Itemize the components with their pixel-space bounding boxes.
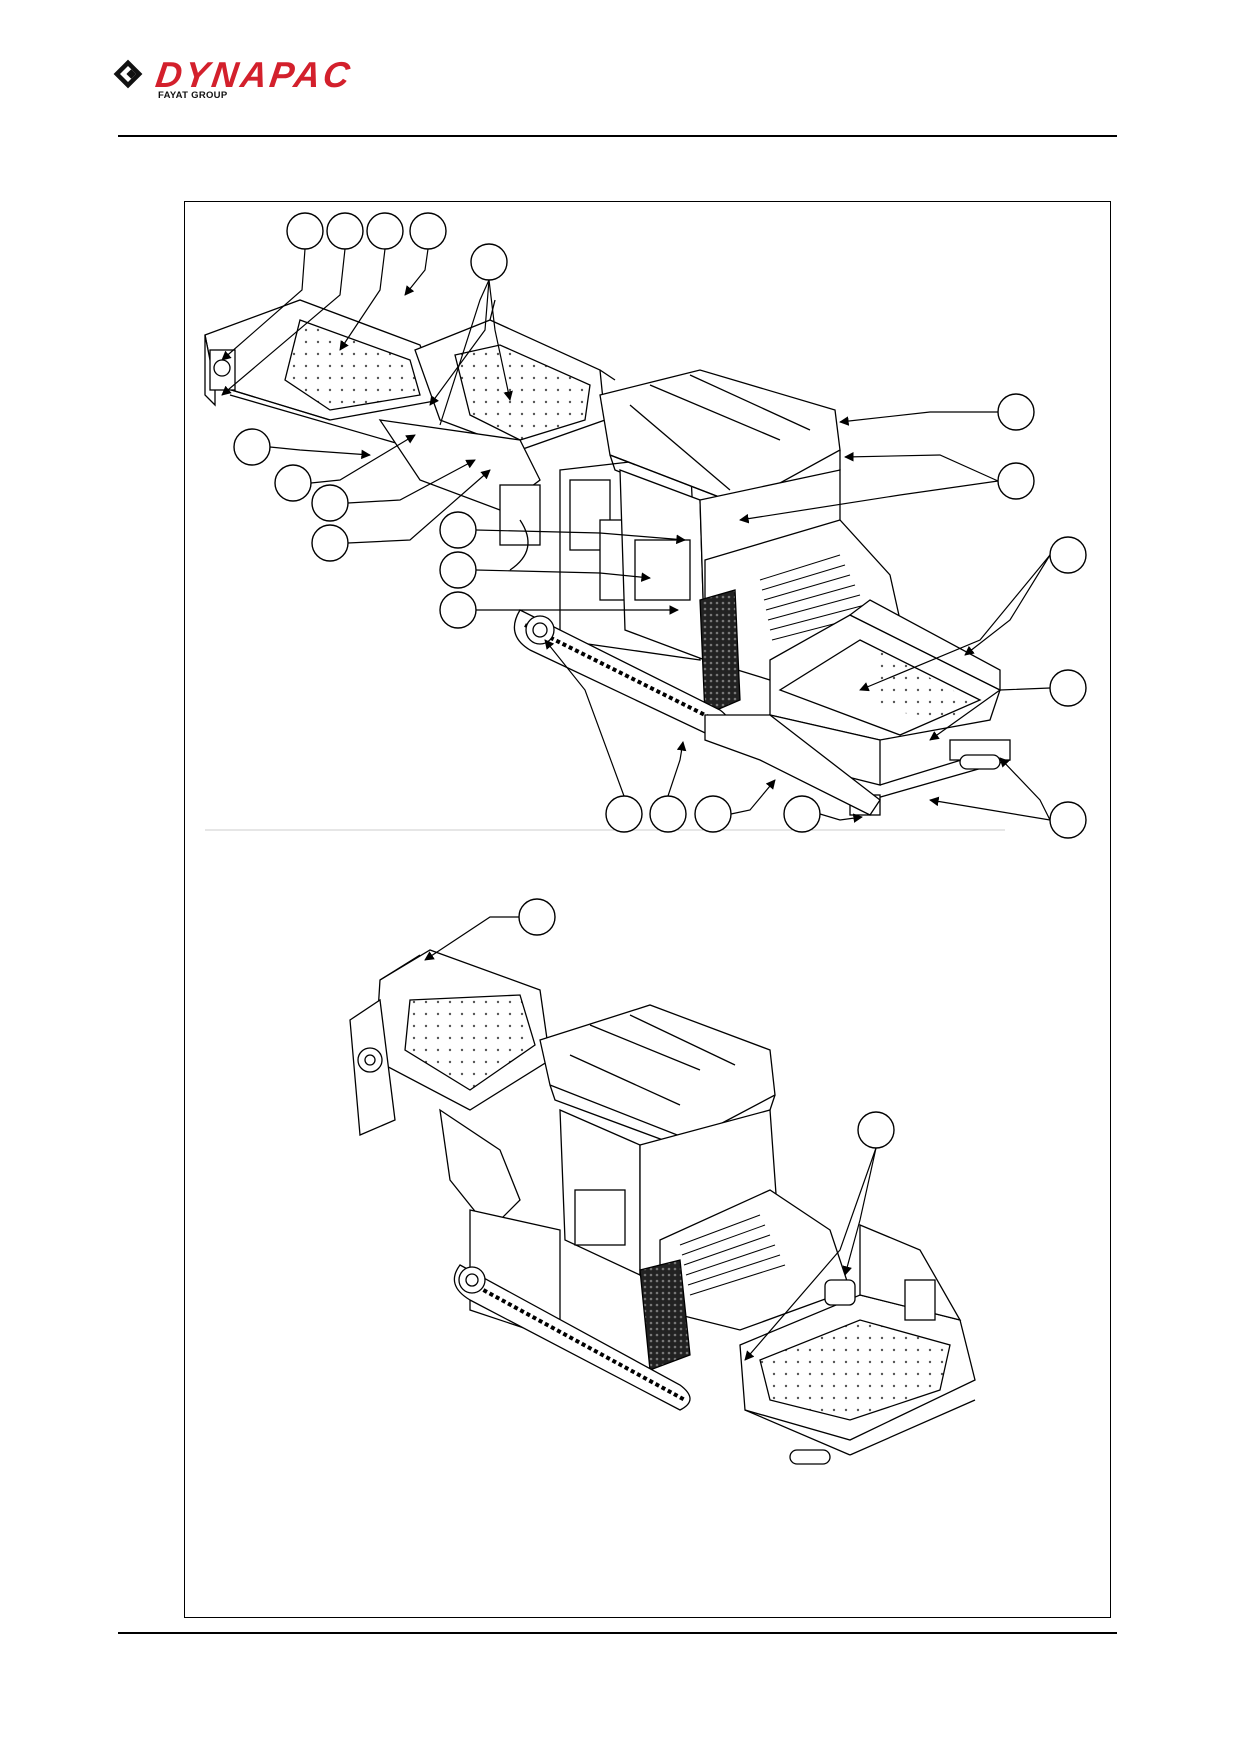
- callout-circle: [1049, 801, 1087, 839]
- callout-circle: [326, 212, 364, 250]
- callout-circle: [649, 795, 687, 833]
- callout-circle: [311, 524, 349, 562]
- callout-circle: [409, 212, 447, 250]
- lower-leaders: [424, 916, 877, 1361]
- callout-circle: [233, 428, 271, 466]
- callout-circle: [694, 795, 732, 833]
- footer-rule: [118, 1632, 1117, 1634]
- callout-circle: [605, 795, 643, 833]
- upper-callouts: [233, 212, 1087, 839]
- callout-circle: [783, 795, 821, 833]
- callout-circle: [997, 393, 1035, 431]
- callout-circle: [274, 464, 312, 502]
- upper-leaders: [221, 248, 1051, 823]
- lower-callouts: [518, 898, 895, 1149]
- upper-paver-drawing: [204, 299, 1011, 816]
- lower-paver-drawing: [349, 949, 976, 1465]
- callout-circle: [470, 243, 508, 281]
- header-rule: [118, 135, 1117, 137]
- callout-circle: [1049, 536, 1087, 574]
- callout-circle: [366, 212, 404, 250]
- figure-frame: [184, 201, 1111, 1618]
- brand-tagline: FAYAT GROUP: [158, 90, 228, 101]
- callout-circle: [857, 1111, 895, 1149]
- callout-circle: [286, 212, 324, 250]
- dynapac-diamond-icon: [113, 59, 143, 89]
- callout-circle: [997, 462, 1035, 500]
- callout-circle: [439, 551, 477, 589]
- callout-circle: [311, 484, 349, 522]
- callout-circle: [518, 898, 556, 936]
- callout-circle: [439, 511, 477, 549]
- callout-circle: [439, 591, 477, 629]
- callout-circle: [1049, 669, 1087, 707]
